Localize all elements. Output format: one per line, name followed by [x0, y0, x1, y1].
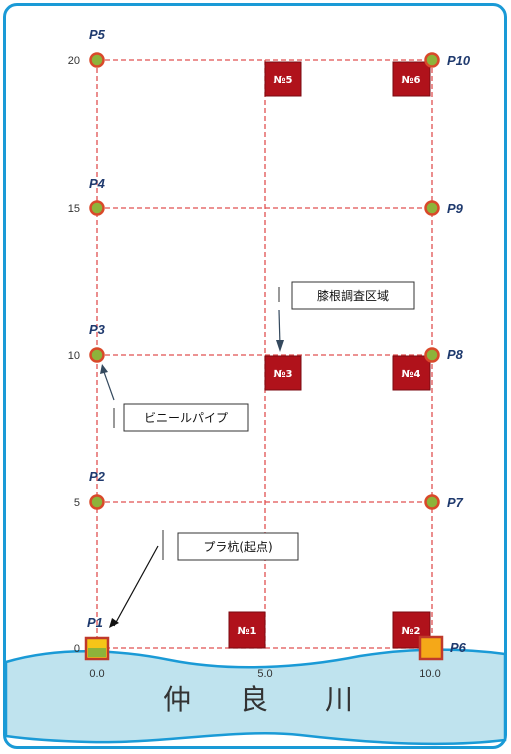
stake-p6-marker: [418, 635, 444, 661]
callout-plastic-stake-text: プラ杭(起点): [203, 539, 272, 554]
plot-label-no3: №3: [274, 369, 293, 380]
point-p8-marker: [424, 347, 440, 363]
plot-no1: №1: [228, 611, 266, 649]
y-label-20: 20: [68, 55, 80, 67]
river-char-1: 仲: [163, 683, 191, 716]
point-p9-marker: [424, 200, 440, 216]
y-label-5: 5: [74, 497, 80, 509]
point-p3-marker: [89, 347, 105, 363]
survey-plots: №5 №6 №3 №4 №1 №2: [228, 61, 431, 649]
point-label-p2: P2: [89, 469, 106, 484]
callout-vinyl-pipe-text: ビニールパイプ: [144, 411, 228, 425]
y-label-0: 0: [74, 643, 80, 655]
plot-label-no4: №4: [402, 369, 421, 380]
plot-label-no2: №2: [402, 626, 421, 637]
river-shape: [4, 648, 507, 746]
callout-survey-area: 膝根調査区域: [276, 281, 415, 352]
stake-p1-inner: [88, 648, 106, 657]
plot-label-no6: №6: [402, 75, 421, 86]
river: 仲 良 川: [4, 648, 507, 746]
plot-no4: №4: [392, 355, 431, 391]
point-label-p6: P6: [450, 640, 467, 655]
callout-vinyl-pipe: ビニールパイプ: [100, 364, 249, 432]
river-char-2: 良: [240, 683, 268, 716]
axis-labels: 20 15 10 5 0 0.0 5.0 10.0: [68, 55, 441, 680]
point-label-p10: P10: [447, 53, 471, 68]
point-p7-marker: [424, 494, 440, 510]
point-label-p9: P9: [447, 201, 464, 216]
y-label-10: 10: [68, 350, 80, 362]
point-label-p1: P1: [87, 615, 103, 630]
plot-no3: №3: [264, 355, 302, 391]
stake-markers: [84, 635, 444, 661]
point-label-p7: P7: [447, 495, 464, 510]
x-label-0: 0.0: [89, 668, 104, 680]
survey-points: [89, 52, 440, 510]
plot-label-no1: №1: [238, 626, 257, 637]
plot-no6: №6: [392, 61, 431, 97]
y-label-15: 15: [68, 203, 80, 215]
point-p10-marker: [424, 52, 440, 68]
point-p4-marker: [89, 200, 105, 216]
x-label-5: 5.0: [257, 668, 272, 680]
plot-no2: №2: [392, 611, 431, 649]
plot-no5: №5: [264, 61, 302, 97]
point-label-p8: P8: [447, 347, 464, 362]
x-label-10: 10.0: [419, 668, 440, 680]
point-p2-marker: [89, 494, 105, 510]
river-char-3: 川: [325, 683, 353, 716]
plot-label-no5: №5: [274, 75, 293, 86]
point-p5-marker: [89, 52, 105, 68]
point-label-p5: P5: [89, 27, 106, 42]
callout-plastic-stake: プラ杭(起点): [109, 530, 299, 628]
point-labels: P5 P4 P3 P2 P1 P10 P9 P8 P7 P6: [87, 27, 471, 655]
point-label-p4: P4: [89, 176, 106, 191]
callout-survey-area-text: 膝根調査区域: [317, 289, 389, 303]
point-label-p3: P3: [89, 322, 106, 337]
